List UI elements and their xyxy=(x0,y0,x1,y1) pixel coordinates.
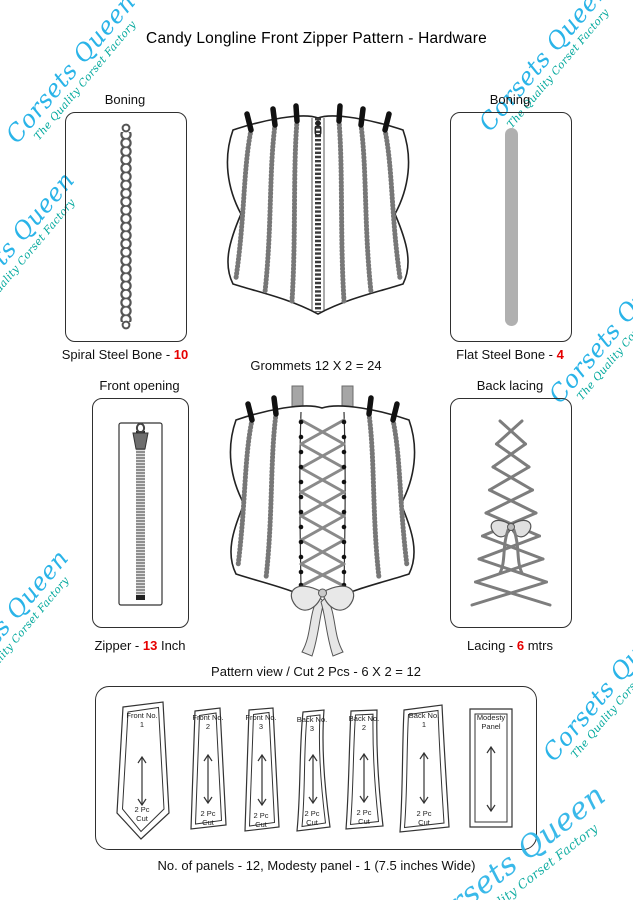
pattern-piece-back-3: Back No. 3 2 Pc Cut xyxy=(290,703,334,841)
pattern-piece-shape xyxy=(244,707,280,832)
pattern-view-caption: Pattern view / Cut 2 Pcs - 6 X 2 = 12 xyxy=(211,664,421,679)
pattern-piece-label: Back No. 2 xyxy=(348,714,380,732)
bone-tips xyxy=(245,395,400,423)
pattern-piece-shape xyxy=(116,701,170,840)
pattern-piece-label: Front No. 3 xyxy=(245,713,277,731)
flat-steel-bone-illustration xyxy=(504,128,518,326)
spiral-bone-box xyxy=(65,112,187,342)
front-zipper xyxy=(311,118,325,312)
pattern-piece-modesty-panel: Modesty Panel xyxy=(462,701,520,837)
zipper-illustration xyxy=(118,422,163,606)
pattern-piece-shape xyxy=(345,709,384,830)
pattern-piece-front-3: Front No. 3 2 Pc Cut xyxy=(238,701,284,843)
pattern-piece-label: Front No. 2 xyxy=(192,713,224,731)
spiral-bone-caption: Spiral Steel Bone - 10 xyxy=(61,347,189,362)
back-laces xyxy=(299,418,346,588)
pattern-piece-front-2: Front No. 2 2 Pc Cut xyxy=(184,701,232,841)
pattern-piece-front-1: Front No. 1 2 Pc Cut xyxy=(110,695,174,845)
pattern-piece-cut-label: 2 Pc Cut xyxy=(416,809,432,827)
front-opening-label: Front opening xyxy=(99,378,180,393)
brand-watermark: Corsets Queen The Quality Corset Factory xyxy=(0,544,75,705)
corset-back-illustration xyxy=(200,380,445,665)
pattern-piece-back-1: Back No. 1 2 Pc Cut xyxy=(394,699,454,841)
pattern-piece-cut-label: 2 Pc Cut xyxy=(356,808,372,826)
lacing-box xyxy=(450,398,572,628)
back-bone-channels xyxy=(235,411,410,581)
flat-bone-box xyxy=(450,112,572,342)
brand-watermark: Corsets Queen The Quality Corset Factory xyxy=(537,606,633,767)
pattern-piece-label: Front No. 1 xyxy=(126,711,158,729)
front-bone-channels xyxy=(233,118,403,304)
flat-boning-label: Boning xyxy=(489,92,531,107)
flat-bone-count: 4 xyxy=(556,347,564,362)
pattern-piece-cut-label: 2 Pc Cut xyxy=(253,811,269,829)
spiral-boning-label: Boning xyxy=(104,92,146,107)
bone-tips xyxy=(244,103,392,133)
spiral-steel-bone-illustration xyxy=(109,123,143,330)
corset-front-illustration xyxy=(203,96,433,336)
lacing-bow xyxy=(290,585,355,657)
pattern-piece-label: Modesty Panel xyxy=(476,713,506,731)
panels-note: No. of panels - 12, Modesty panel - 1 (7… xyxy=(157,858,476,873)
zipper-length: 13 xyxy=(142,638,158,653)
grommets-caption: Grommets 12 X 2 = 24 xyxy=(250,358,382,373)
pattern-piece-label: Back No. 1 xyxy=(408,711,440,729)
pattern-piece-back-2: Back No. 2 2 Pc Cut xyxy=(340,702,388,840)
lacing-length: 6 xyxy=(516,638,525,653)
pattern-piece-shape xyxy=(296,709,331,832)
pattern-piece-cut-label: 2 Pc Cut xyxy=(200,809,216,827)
pattern-piece-shape xyxy=(399,704,450,833)
lacing-illustration xyxy=(470,419,552,607)
pattern-piece-label: Back No. 3 xyxy=(296,715,328,733)
back-lacing-label: Back lacing xyxy=(476,378,544,393)
zipper-box xyxy=(92,398,189,628)
lacing-bow xyxy=(490,519,532,575)
zipper-caption: Zipper - 13 Inch xyxy=(94,638,186,653)
lacing-caption: Lacing - 6 mtrs xyxy=(467,638,553,653)
page-title: Candy Longline Front Zipper Pattern - Ha… xyxy=(146,30,487,47)
spiral-bone-count: 10 xyxy=(173,347,189,362)
flat-bone-caption: Flat Steel Bone - 4 xyxy=(456,347,564,362)
pattern-pieces-panel: Front No. 1 2 Pc Cut Front No. 2 2 Pc Cu… xyxy=(95,686,537,850)
pattern-piece-shape xyxy=(190,707,227,830)
pattern-piece-shape xyxy=(469,708,513,828)
pattern-piece-cut-label: 2 Pc Cut xyxy=(134,805,150,823)
pattern-piece-cut-label: 2 Pc Cut xyxy=(304,809,320,827)
